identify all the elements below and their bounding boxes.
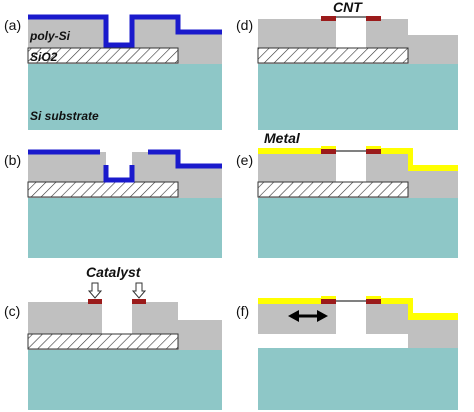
catalyst-pad-right [366, 149, 381, 154]
si-substrate [28, 350, 222, 410]
resist-trench [103, 165, 135, 183]
si-substrate [258, 64, 458, 130]
poly-si-left-block [28, 152, 106, 182]
poly-si-left-block [28, 16, 106, 48]
metal-layer-right-step [366, 146, 381, 149]
poly-si-left-block [258, 19, 336, 48]
poly-si-right-block [408, 35, 458, 48]
poly-si-middle-block [366, 19, 408, 48]
resist-layer [28, 14, 222, 48]
panel-label-e: (e) [236, 152, 253, 168]
panel-label-a: (a) [4, 17, 21, 33]
catalyst-pad-left [321, 149, 336, 154]
arrow-icon [131, 282, 147, 299]
metal-layer-left-step [321, 146, 336, 149]
poly-si-lower [408, 320, 458, 334]
sio2-layer [27, 333, 179, 350]
metal-layer-left-step [321, 296, 336, 299]
double-arrow-icon [288, 310, 328, 322]
catalyst-pad-left [321, 16, 336, 21]
catalyst-pad-right [366, 299, 381, 304]
poly-si-right-block [408, 334, 458, 348]
si-substrate [258, 198, 458, 258]
poly-si-label: poly-Si [29, 29, 71, 43]
metal-layer-right [381, 148, 458, 171]
catalyst-pad-right [366, 16, 381, 21]
poly-si-right-block [178, 32, 222, 48]
sio2-layer [27, 47, 179, 64]
sio2-layer [257, 47, 409, 64]
poly-si-middle-block [366, 154, 408, 182]
metal-layer-right-step [366, 296, 381, 299]
panel-c: (c) Catalyst [4, 264, 222, 410]
sio2-label: SiO2 [30, 50, 58, 64]
metal-layer-left [258, 298, 321, 304]
panel-label-b: (b) [4, 152, 21, 168]
catalyst-pad-left [88, 299, 102, 304]
catalyst-label: Catalyst [86, 264, 142, 280]
sio2-layer [257, 181, 409, 198]
panel-e: (e) Metal [236, 130, 458, 258]
panel-label-f: (f) [236, 303, 249, 319]
si-substrate [28, 198, 222, 258]
resist-right [148, 149, 222, 169]
panel-f: (f) [236, 296, 458, 410]
catalyst-pad-right [132, 299, 146, 304]
si-substrate [28, 64, 222, 130]
panel-label-c: (c) [4, 303, 20, 319]
catalyst-pad-left [321, 299, 336, 304]
poly-si-right-block [408, 170, 458, 182]
si-substrate [258, 348, 458, 410]
poly-si-right-block [178, 320, 222, 334]
poly-si-middle-block [132, 302, 178, 334]
si-substrate-label: Si substrate [30, 109, 99, 123]
poly-si-left-block [258, 154, 336, 182]
poly-si-middle-block [132, 152, 178, 182]
poly-si-left-block [28, 302, 102, 334]
panel-b: (b) [4, 149, 222, 258]
poly-si-middle-block [132, 16, 178, 48]
metal-layer-left [258, 148, 321, 154]
panel-label-d: (d) [236, 17, 253, 33]
sio2-layer [27, 181, 179, 198]
metal-layer-right [381, 298, 458, 320]
poly-si-right-block [178, 168, 222, 182]
poly-si-middle-block [366, 304, 408, 334]
arrow-icon [87, 282, 103, 299]
panel-a: (a) poly-Si SiO2 Si substrate [4, 14, 222, 130]
panel-d: (d) CNT [236, 0, 458, 130]
cnt-label: CNT [333, 0, 363, 15]
metal-label: Metal [264, 130, 301, 146]
